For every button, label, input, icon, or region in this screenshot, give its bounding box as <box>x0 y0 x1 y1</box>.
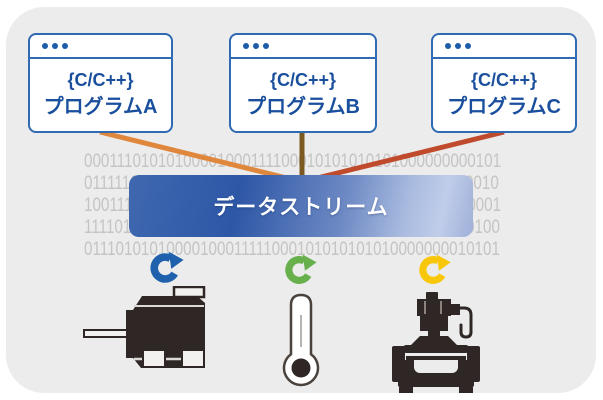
window-dot-icon <box>62 43 68 49</box>
window-dot-icon <box>253 43 259 49</box>
motor-icon <box>83 286 206 368</box>
motor-foot <box>181 349 205 368</box>
window-dot-icon <box>455 43 461 49</box>
motor-shaft <box>83 329 133 338</box>
program-name-label: プログラムB <box>246 96 360 118</box>
valve-handle <box>454 306 473 339</box>
program-window-b: {C/C++} プログラムB <box>229 33 377 133</box>
sync-arrowhead <box>436 254 451 271</box>
valve-seam <box>424 301 426 314</box>
valve-foot <box>399 387 413 393</box>
sync-arc <box>419 256 446 284</box>
window-titlebar <box>433 35 575 59</box>
motor-terminal-box <box>172 286 206 299</box>
program-window-c: {C/C++} プログラムC <box>431 33 577 133</box>
valve-plate <box>406 356 466 360</box>
sync-arrow-icon-valve <box>419 254 451 284</box>
window-titlebar <box>231 35 375 59</box>
sync-arrowhead <box>168 251 184 269</box>
valve-connector <box>451 304 460 315</box>
sync-arrowhead <box>302 254 317 271</box>
valve-solenoid-lower <box>420 316 448 331</box>
sync-arc <box>285 256 312 284</box>
program-language-label: {C/C++} <box>470 70 538 90</box>
valve-icon <box>392 292 480 393</box>
valve-collar <box>403 345 469 353</box>
binary-row: 0111010101000010001111100010101010101000… <box>84 239 500 260</box>
program-language-label: {C/C++} <box>269 70 337 90</box>
connection-line-program-a <box>99 129 300 184</box>
window-dot-icon <box>243 43 249 49</box>
window-dot-icon <box>42 43 48 49</box>
program-name-label: プログラムA <box>43 96 158 118</box>
window-dot-icon <box>465 43 471 49</box>
program-name-label: プログラムC <box>447 96 561 118</box>
program-language-label: {C/C++} <box>67 70 134 90</box>
window-dot-icon <box>52 43 58 49</box>
program-window-a: {C/C++} プログラムA <box>28 33 173 133</box>
valve-solenoid <box>417 299 451 316</box>
connection-line-program-c <box>304 129 505 184</box>
sync-arrow-icon-thermometer <box>285 254 317 284</box>
valve-bonnet <box>410 336 458 346</box>
thermometer-bulb <box>291 358 311 378</box>
window-titlebar <box>30 35 171 59</box>
valve-flange-right <box>467 346 480 382</box>
valve-flange-left <box>392 346 405 382</box>
sync-arc <box>150 253 178 283</box>
window-dot-icon <box>445 43 451 49</box>
window-dot-icon <box>263 43 269 49</box>
data-stream-label: データストリーム <box>213 196 389 219</box>
valve-base <box>398 376 474 387</box>
thermometer-icon <box>282 293 320 387</box>
valve-arch <box>414 360 458 373</box>
valve-knob <box>426 292 438 300</box>
valve-seam <box>440 301 442 314</box>
motor-endplate <box>126 310 133 358</box>
sync-arrow-icon-motor <box>150 251 184 283</box>
valve-stem <box>428 330 440 337</box>
motor-foot <box>142 349 166 368</box>
valve-foot <box>459 387 473 393</box>
data-stream-bar: データストリーム <box>129 175 473 237</box>
